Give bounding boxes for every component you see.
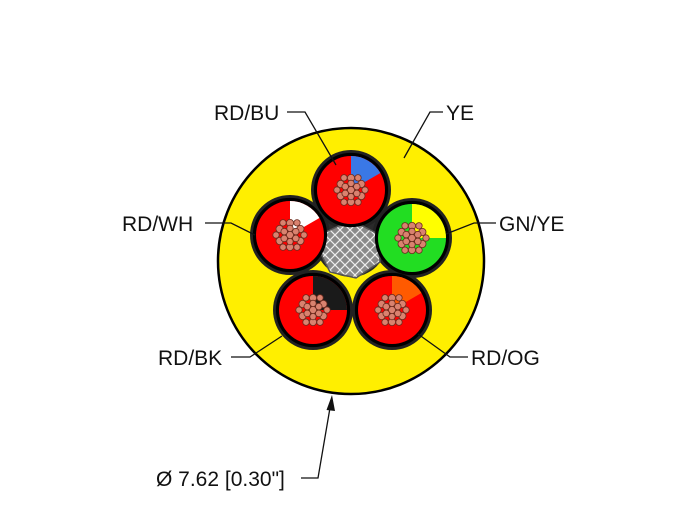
leader-rd-bu <box>287 111 337 166</box>
leader-lines <box>205 111 496 479</box>
leader-ye <box>403 111 443 159</box>
conductor-rd-og <box>354 272 430 348</box>
label-rd-bk: RD/BK <box>158 347 222 370</box>
conductor-rd-bu <box>313 152 389 228</box>
leader-rd-bk <box>231 335 283 358</box>
conductor-rd-wh <box>252 197 328 273</box>
leader-rd-wh <box>205 222 256 236</box>
conductor-gn-ye <box>374 200 450 276</box>
conductor-rd-bk <box>275 272 351 348</box>
label-rd-bu: RD/BU <box>214 102 279 125</box>
label-gn-ye: GN/YE <box>499 213 564 236</box>
label-rd-og: RD/OG <box>471 347 540 370</box>
label-diameter: Ø 7.62 [0.30"] <box>156 468 285 491</box>
leader-rd-og <box>417 333 468 358</box>
leader-gn-ye <box>445 222 496 235</box>
label-ye: YE <box>446 102 474 125</box>
diameter-arrowhead <box>326 395 335 411</box>
leader-diameter <box>301 401 332 479</box>
label-rd-wh: RD/WH <box>122 213 193 236</box>
